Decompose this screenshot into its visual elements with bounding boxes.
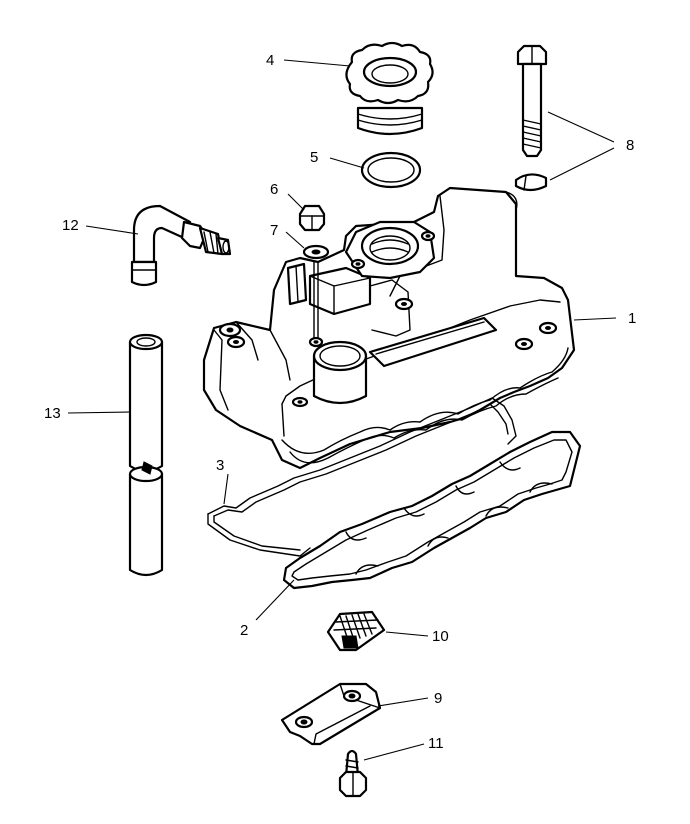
long-bolt bbox=[516, 44, 548, 158]
callout-6: 6 bbox=[270, 181, 278, 198]
callout-2: 2 bbox=[240, 622, 248, 639]
callout-10: 10 bbox=[432, 628, 449, 645]
leader-lines bbox=[67, 59, 617, 761]
bracket-plate bbox=[280, 682, 382, 746]
callout-3: 3 bbox=[216, 457, 224, 474]
rocker-cover bbox=[202, 186, 576, 470]
nut bbox=[298, 204, 326, 232]
callout-5: 5 bbox=[310, 149, 318, 166]
callout-9: 9 bbox=[434, 690, 442, 707]
callout-7: 7 bbox=[270, 222, 278, 239]
callout-11: 11 bbox=[428, 735, 444, 752]
spring-washer bbox=[514, 173, 548, 192]
gasket-inner bbox=[282, 430, 582, 590]
callout-labels: 1 2 3 4 5 6 7 8 9 10 11 12 13 bbox=[44, 52, 636, 752]
breather-hose bbox=[128, 333, 164, 577]
o-ring bbox=[360, 151, 422, 189]
elbow-pipe bbox=[130, 204, 232, 287]
callout-8: 8 bbox=[626, 137, 634, 154]
gasket-outer bbox=[207, 397, 517, 557]
short-bolt bbox=[338, 749, 368, 798]
oil-filler-cap bbox=[345, 41, 434, 136]
callout-4: 4 bbox=[266, 52, 274, 69]
callout-13: 13 bbox=[44, 405, 61, 422]
spring-clip bbox=[326, 610, 386, 652]
callout-1: 1 bbox=[628, 310, 636, 327]
callout-12: 12 bbox=[62, 217, 79, 234]
washer-small bbox=[302, 244, 330, 260]
